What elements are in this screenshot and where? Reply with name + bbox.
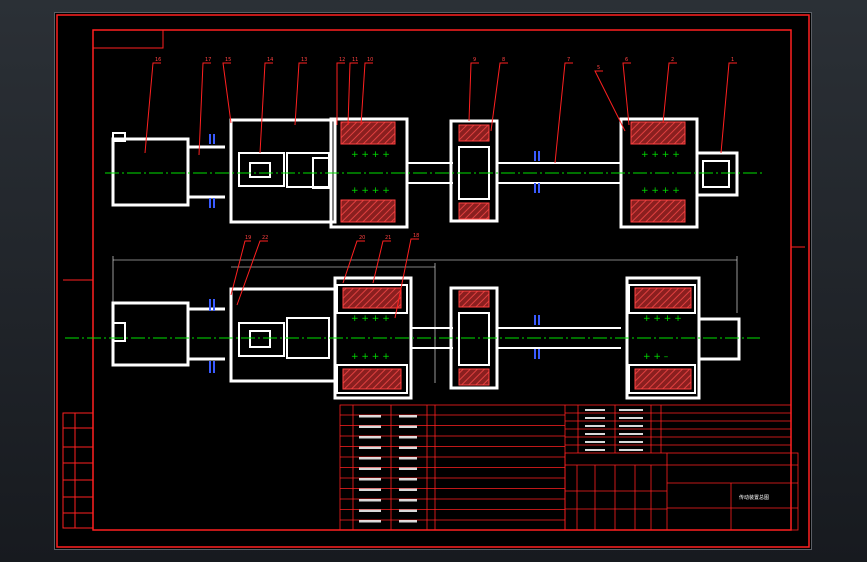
svg-text:+ + + +: + + + + [641,150,680,160]
title-block [564,452,799,531]
top-hatched-bearings [340,121,686,223]
coupling-housing [229,118,337,224]
left-stamp-column [62,412,94,529]
top-balloon-label: 11 [352,57,358,63]
bottom-hatched-bearings [342,287,692,390]
parts-list-cell-mark [619,441,643,443]
parts-list-cell-mark [619,425,643,427]
parts-list-cell-mark [399,520,417,523]
top-balloon-label: 10 [367,57,373,63]
top-balloon-label: 2 [671,57,674,63]
parts-list-cell-mark [359,457,381,460]
parts-list-cell-mark [399,436,417,439]
parts-list-entries [359,409,643,523]
parts-list-cell-mark [619,409,643,411]
parts-list-cell-mark [399,499,417,502]
svg-text:+ + + +: + + + + [643,314,682,324]
bottom-balloon-label: 19 [245,235,251,241]
top-balloon-label: 17 [205,57,211,63]
top-balloon-label: 6 [625,57,628,63]
parts-list-cell-mark [399,509,417,512]
parts-list-cell-mark [399,446,417,449]
parts-list-cell-mark [585,441,605,443]
top-balloon-label: 16 [155,57,161,63]
parts-list-cell-mark [359,520,381,523]
bottom-balloon-label: 20 [359,235,365,241]
svg-text:+ + + +: + + + + [641,186,680,196]
parts-list-cell-mark [359,509,381,512]
top-balloon-label: 5 [597,65,600,71]
parts-list-cell-mark [399,425,417,428]
top-part-balloons: 16 17 15 14 13 12 11 10 9 8 7 5 6 2 1 [155,57,734,71]
top-bolts [209,134,540,208]
top-balloon-label: 8 [502,57,505,63]
motor-end [112,132,126,142]
inner-border [92,29,792,531]
parts-list-cell-mark [399,415,417,418]
parts-list-cell-mark [585,449,605,451]
bottom-balloon-label: 18 [413,233,419,239]
top-balloon-label: 9 [473,57,476,63]
parts-list-cell-mark [359,499,381,502]
top-balloon-label: 1 [731,57,734,63]
parts-list-cell-mark [399,478,417,481]
parts-list-cell-mark [359,467,381,470]
svg-text:+ + + +: + + + + [351,352,390,362]
svg-text:+ + + +: + + + + [351,314,390,324]
parts-list-cell-mark [359,425,381,428]
top-balloon-label: 13 [301,57,307,63]
parts-list-cell-mark [399,488,417,491]
bottom-leaders [230,238,419,319]
middle-pulley [449,119,499,223]
top-balloon-label: 14 [267,57,273,63]
outer-border [56,14,810,548]
corner-box [92,29,164,49]
bottom-part-balloons: 19 22 20 21 18 [245,233,419,241]
parts-list-cell-mark [585,409,605,411]
svg-text:+ + –: + + – [643,352,669,362]
bottom-fastener-marks: + + + + + + + + + + + + + + – [351,314,682,362]
parts-list-cell-mark [585,425,605,427]
parts-list-cell-mark [399,467,417,470]
bottom-balloon-label: 22 [262,235,268,241]
top-balloon-label: 12 [339,57,345,63]
motor-body [111,137,190,207]
parts-list-cell-mark [585,417,605,419]
cad-drawing: + + + + + + + + + + + + + + + + [56,14,810,548]
parts-list-cell-mark [359,446,381,449]
parts-list-cell-mark [585,433,605,435]
top-assembly-view [111,117,739,229]
parts-list-cell-mark [359,415,381,418]
title-block-name: 传动装置总图 [739,494,769,501]
svg-text:+ + + +: + + + + [351,150,390,160]
top-leaders [144,62,737,164]
parts-list-cell-mark [359,488,381,491]
top-balloon-label: 7 [567,57,570,63]
parts-list-cell-mark [359,436,381,439]
parts-list-cell-mark [619,449,643,451]
top-balloon-label: 15 [225,57,231,63]
bottom-bolts [209,299,540,373]
drawing-sheet: + + + + + + + + + + + + + + + + [54,12,812,550]
top-fastener-marks: + + + + + + + + + + + + + + + + [351,150,680,196]
bottom-balloon-label: 21 [385,235,391,241]
parts-list-cell-mark [619,417,643,419]
parts-list-cell-mark [399,457,417,460]
parts-list-cell-mark [359,478,381,481]
parts-list-cell-mark [619,433,643,435]
svg-text:+ + + +: + + + + [351,186,390,196]
